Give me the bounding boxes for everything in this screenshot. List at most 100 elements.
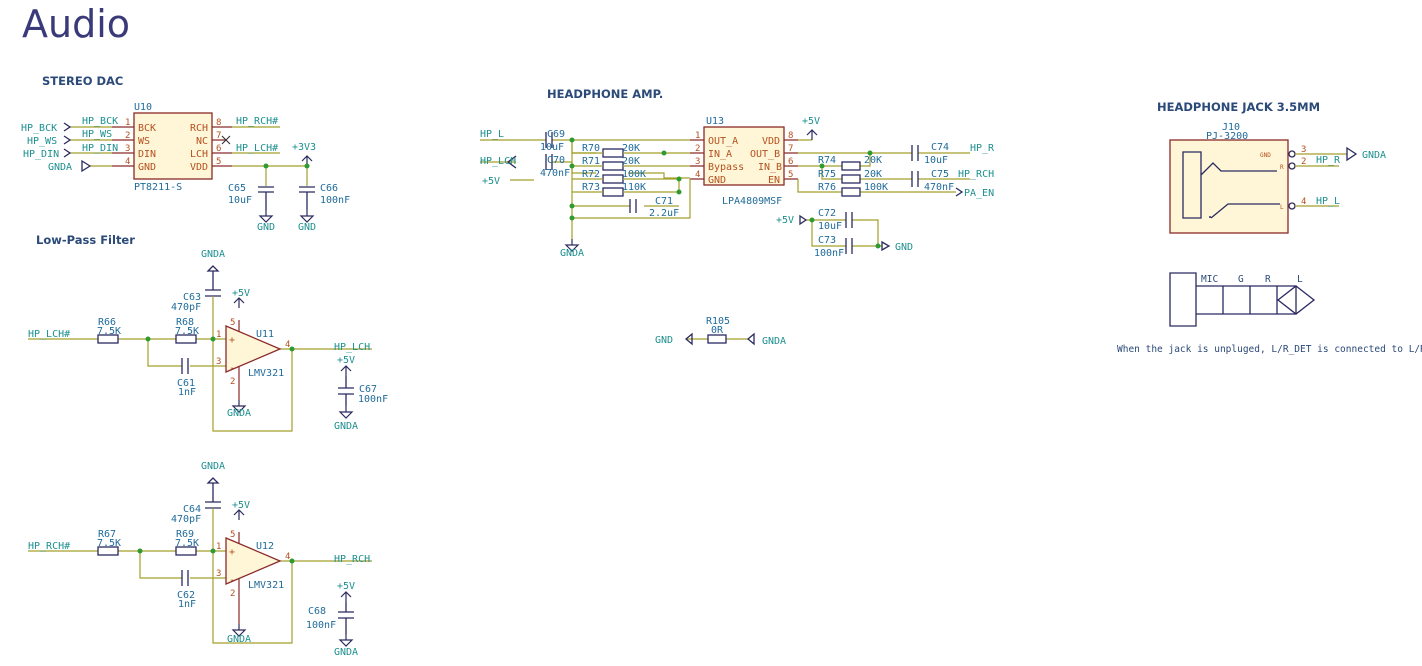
lpf-left-block: Low-Pass Filter GNDA C63 470pF +5V GNDA …	[28, 233, 388, 432]
jack-pin2-num: 2	[1301, 157, 1306, 167]
r69-value: 7.5K	[175, 538, 199, 549]
u12-pin3: 3	[216, 569, 221, 579]
r69-body	[175, 546, 197, 556]
plug-label-r: R	[1265, 274, 1271, 285]
c68-ref: C68	[308, 606, 326, 617]
nc-marker	[221, 135, 231, 145]
lpf-left-gnda-top: GNDA	[201, 249, 225, 260]
u11-plus: +	[229, 335, 235, 346]
c70-ref: C70	[547, 155, 565, 166]
net-5v-vdd: +5V	[802, 116, 820, 127]
net-3v3: +3V3	[292, 142, 316, 153]
lpf-right-gnda-top: GNDA	[201, 461, 225, 472]
lpf-right-5v: +5V	[232, 500, 250, 511]
c61-ref: C61	[177, 378, 195, 389]
plug-label-g: G	[1238, 274, 1244, 285]
jack-pin4-num: 4	[1301, 197, 1306, 207]
r68-value: 7.5K	[175, 326, 199, 337]
stereo-dac-block: STEREO DAC U10 PT8211-S 1 2 3 4 BCK WS D…	[21, 74, 350, 233]
net-5v-amp: +5V	[482, 176, 500, 187]
lpf-left-gnda-bot: GNDA	[227, 408, 251, 419]
plug-label-mic: MIC	[1201, 274, 1218, 285]
r74-body	[841, 161, 861, 171]
c65-value: 10uF	[228, 195, 252, 206]
u13-pin2-name: IN_A	[708, 149, 732, 160]
u12-value: LMV321	[248, 580, 284, 591]
u12-ref: U12	[256, 541, 274, 552]
lpf-left-out: HP_LCH	[334, 342, 370, 353]
r70-ref: R70	[582, 143, 600, 154]
c69-value: 10uF	[540, 142, 564, 153]
u13-pin6-name: IN_B	[758, 162, 782, 173]
u11-value: LMV321	[248, 368, 284, 379]
r76-value: 100K	[864, 182, 888, 193]
r70-value: 20K	[622, 143, 640, 154]
jack-pin-l-name: L	[1280, 204, 1284, 211]
c67-value: 100nF	[358, 394, 388, 405]
r75-ref: R75	[818, 169, 836, 180]
net-gnda-amp: GNDA	[560, 248, 584, 259]
c64-ref: C64	[183, 504, 201, 515]
c74-value: 10uF	[924, 155, 948, 166]
u11-ref: U11	[256, 329, 274, 340]
r74-value: 20K	[864, 155, 882, 166]
jack-note: When the jack is unpluged, L/R_DET is co…	[1117, 344, 1422, 355]
c62-ref: C62	[177, 590, 195, 601]
r70-body	[602, 148, 624, 158]
u10-pin8-name: RCH	[190, 123, 208, 134]
r72-body	[602, 174, 624, 184]
c73-ref: C73	[818, 235, 836, 246]
plug-label-l: L	[1297, 274, 1303, 285]
u10-pin4-name: GND	[138, 162, 156, 173]
u12-pin4: 4	[285, 552, 290, 562]
lpf-right-in: HP_RCH#	[28, 541, 70, 552]
net-hp-din-wire: HP_DIN	[82, 143, 118, 154]
r72-ref: R72	[582, 169, 600, 180]
u11-pin1: 1	[216, 330, 221, 340]
r66-body	[97, 334, 119, 344]
u13-pin4-num: 4	[695, 170, 700, 180]
u12-pin1: 1	[216, 542, 221, 552]
net-hp-bck-wire: HP_BCK	[82, 116, 118, 127]
c62-value: 1nF	[178, 599, 196, 610]
u10-pin6-num: 6	[216, 144, 221, 154]
jack-net-hp-l: HP_L	[1316, 196, 1340, 207]
u13-pin7-name: OUT_B	[750, 149, 780, 160]
net-hp-lch: HP_LCH	[480, 156, 516, 167]
c67-gnda: GNDA	[334, 421, 358, 432]
u10-pin3-num: 3	[125, 144, 130, 154]
r105-body	[707, 334, 727, 344]
r68-body	[175, 334, 197, 344]
u12-plus: +	[229, 547, 235, 558]
r73-ref: R73	[582, 182, 600, 193]
u10-pin5-name: VDD	[190, 162, 208, 173]
u10-pin2-name: WS	[138, 136, 150, 147]
net-gnda-dac: GNDA	[48, 162, 72, 173]
u11-pin2: 2	[230, 377, 235, 387]
net-hp-r: HP_R	[970, 143, 995, 154]
u11-minus: -	[229, 363, 235, 374]
c66-gnd: GND	[298, 222, 316, 233]
c75-ref: C75	[931, 169, 949, 180]
r71-ref: R71	[582, 156, 600, 167]
r68-ref: R68	[176, 317, 194, 328]
r105-bridge: R105 0R GND GNDA	[655, 316, 786, 347]
r71-body	[602, 161, 624, 171]
j10-ref: J10	[1222, 122, 1240, 133]
lpf-right-out: HP_RCH	[334, 554, 370, 565]
u13-pin5-num: 5	[788, 170, 793, 180]
r72-value: 100K	[622, 169, 646, 180]
c71-value: 2.2uF	[649, 208, 679, 219]
u13-pin5-name: EN	[768, 175, 780, 186]
u10-pin7-name: NC	[196, 136, 208, 147]
jack-net-hp-r: HP_R	[1316, 155, 1341, 166]
c65-ref: C65	[228, 183, 246, 194]
r105-ref: R105	[706, 316, 730, 327]
net-hp-ws-wire: HP_WS	[82, 129, 112, 140]
u12-minus: -	[229, 575, 235, 586]
jack-pin-r-name: R	[1280, 164, 1284, 171]
r73-value: 110K	[622, 182, 646, 193]
u13-pin6-num: 6	[788, 157, 793, 167]
u11-pin5: 5	[230, 318, 235, 328]
